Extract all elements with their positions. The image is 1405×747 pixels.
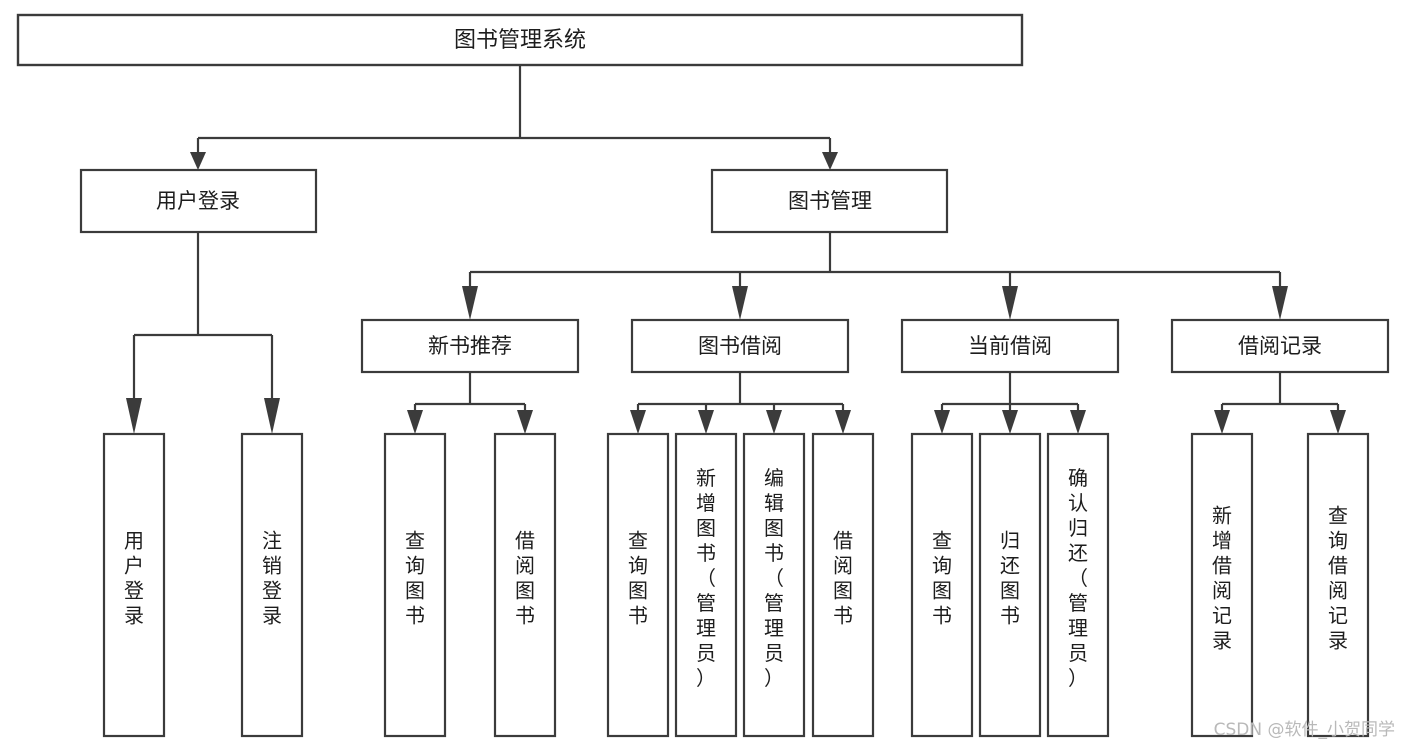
arrow-head-new-book-recommend	[462, 286, 478, 320]
leaf-query-record[interactable]: 查询借阅记录	[1306, 432, 1370, 738]
arrow-head-leaf-edit-book	[766, 410, 782, 434]
watermark-label: CSDN @软件_小贺同学	[1214, 720, 1395, 740]
leaf-borrow-book-2[interactable]: 借阅图书	[811, 432, 875, 738]
node-user-login-box[interactable]	[79, 168, 318, 234]
leaf-borrow-book-1-label: 借阅图书	[515, 529, 535, 628]
node-new-book-recommend[interactable]: 新书推荐	[360, 318, 580, 374]
leaf-query-record-box[interactable]	[1306, 432, 1370, 738]
leaf-user-logout-label: 注销登录	[262, 529, 282, 628]
leaf-query-book-3-box[interactable]	[910, 432, 974, 738]
leaf-confirm-return-label: 确认归还（管理员）	[1068, 466, 1088, 690]
arrow-head-leaf-user-logout	[264, 398, 280, 434]
arrow-head-current-borrow	[1002, 286, 1018, 320]
leaf-borrow-book-2-label: 借阅图书	[833, 529, 853, 628]
leaf-user-logout[interactable]: 注销登录	[240, 432, 304, 738]
node-book-manage-box[interactable]	[710, 168, 949, 234]
leaf-user-login[interactable]: 用户登录	[102, 432, 166, 738]
leaf-add-book[interactable]: 新增图书（管理员）	[674, 432, 738, 738]
node-new-book-recommend-box[interactable]	[360, 318, 580, 374]
node-root-box[interactable]	[16, 13, 1024, 67]
leaf-add-record[interactable]: 新增借阅记录	[1190, 432, 1254, 738]
connector-layer	[126, 65, 1346, 434]
leaf-query-book-2[interactable]: 查询图书	[606, 432, 670, 738]
leaf-query-book-1[interactable]: 查询图书	[383, 432, 447, 738]
arrow-head-user-login	[190, 152, 206, 170]
arrow-head-leaf-user-login	[126, 398, 142, 434]
leaf-query-book-3[interactable]: 查询图书	[910, 432, 974, 738]
node-book-manage[interactable]: 图书管理	[710, 168, 949, 234]
arrow-head-leaf-borrow-book-2	[835, 410, 851, 434]
leaf-borrow-book-1-box[interactable]	[493, 432, 557, 738]
node-root-label: 图书管理系统	[454, 28, 586, 53]
leaf-query-record-label: 查询借阅记录	[1328, 504, 1348, 653]
node-current-borrow-label: 当前借阅	[968, 334, 1052, 358]
arrow-head-book-borrow	[732, 286, 748, 320]
node-user-login-label: 用户登录	[156, 189, 240, 213]
arrow-head-leaf-add-record	[1214, 410, 1230, 434]
leaf-borrow-book-2-box[interactable]	[811, 432, 875, 738]
leaf-edit-book[interactable]: 编辑图书（管理员）	[742, 432, 806, 738]
leaf-add-record-label: 新增借阅记录	[1212, 504, 1232, 653]
leaf-user-login-label: 用户登录	[124, 529, 144, 628]
node-book-borrow-label: 图书借阅	[698, 334, 782, 358]
leaf-query-book-3-label: 查询图书	[932, 529, 952, 628]
arrow-head-leaf-return-book	[1002, 410, 1018, 434]
arrow-head-leaf-confirm-return	[1070, 410, 1086, 434]
leaf-edit-book-box[interactable]	[742, 432, 806, 738]
leaf-borrow-book-1[interactable]: 借阅图书	[493, 432, 557, 738]
node-current-borrow[interactable]: 当前借阅	[900, 318, 1120, 374]
leaf-query-book-2-label: 查询图书	[628, 529, 648, 628]
arrow-head-leaf-query-book-2	[630, 410, 646, 434]
leaf-add-record-box[interactable]	[1190, 432, 1254, 738]
arrow-head-leaf-borrow-book-1	[517, 410, 533, 434]
arrow-head-book-manage	[822, 152, 838, 170]
node-borrow-record-box[interactable]	[1170, 318, 1390, 374]
node-borrow-record[interactable]: 借阅记录	[1170, 318, 1390, 374]
leaf-add-book-label: 新增图书（管理员）	[696, 466, 716, 690]
leaf-add-book-box[interactable]	[674, 432, 738, 738]
leaf-return-book[interactable]: 归还图书	[978, 432, 1042, 738]
leaf-confirm-return-box[interactable]	[1046, 432, 1110, 738]
node-new-book-recommend-label: 新书推荐	[428, 334, 512, 358]
node-book-borrow-box[interactable]	[630, 318, 850, 374]
leaf-query-book-2-box[interactable]	[606, 432, 670, 738]
node-user-login[interactable]: 用户登录	[79, 168, 318, 234]
arrow-head-leaf-add-book	[698, 410, 714, 434]
leaf-query-book-1-label: 查询图书	[405, 529, 425, 628]
leaf-return-book-box[interactable]	[978, 432, 1042, 738]
node-current-borrow-box[interactable]	[900, 318, 1120, 374]
arrow-head-leaf-query-book-1	[407, 410, 423, 434]
node-book-manage-label: 图书管理	[788, 189, 872, 213]
node-root[interactable]: 图书管理系统	[16, 13, 1024, 67]
node-book-borrow[interactable]: 图书借阅	[630, 318, 850, 374]
leaf-user-login-box[interactable]	[102, 432, 166, 738]
node-borrow-record-label: 借阅记录	[1238, 334, 1322, 358]
leaf-user-logout-box[interactable]	[240, 432, 304, 738]
leaf-confirm-return[interactable]: 确认归还（管理员）	[1046, 432, 1110, 738]
leaf-return-book-label: 归还图书	[1000, 529, 1020, 628]
arrow-head-borrow-record	[1272, 286, 1288, 320]
leaf-edit-book-label: 编辑图书（管理员）	[764, 466, 784, 690]
leaf-query-book-1-box[interactable]	[383, 432, 447, 738]
arrow-head-leaf-query-record	[1330, 410, 1346, 434]
arrow-head-leaf-query-book-3	[934, 410, 950, 434]
